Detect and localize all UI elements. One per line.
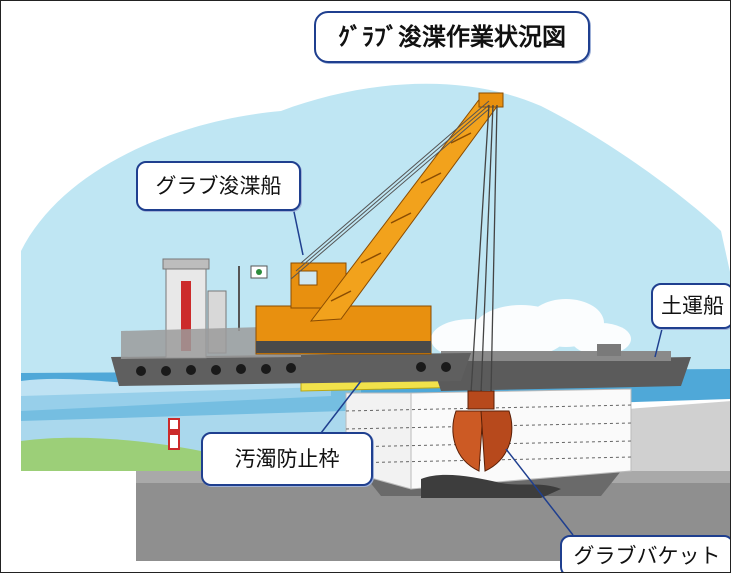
crane-body — [255, 262, 432, 355]
earth-barge-deck — [441, 351, 671, 361]
marker-buoy — [168, 418, 180, 450]
label-earth-barge: 土運船 — [651, 283, 730, 329]
label-grab-bucket: グラブバケット — [560, 535, 730, 572]
hull-tires — [136, 362, 451, 376]
spoil-heap — [421, 474, 561, 498]
crane-boom — [309, 92, 504, 322]
label-silt-fence: 汚濁防止枠 — [201, 432, 373, 486]
earth-barge-hull — [431, 357, 691, 391]
earth-barge-cabin — [597, 344, 621, 356]
seabed-left — [21, 437, 201, 471]
seabed-right-ground — [601, 401, 730, 471]
hoist-wires — [470, 104, 498, 394]
grab-bucket-shape — [452, 390, 513, 472]
diagram-title: ｸﾞﾗﾌﾞ浚渫作業状況図 — [314, 11, 590, 63]
label-grab-dredger: グラブ浚渫船 — [136, 161, 301, 211]
crane-rigging — [290, 100, 490, 280]
clouds — [431, 299, 631, 359]
callout-leaders — [292, 206, 664, 536]
